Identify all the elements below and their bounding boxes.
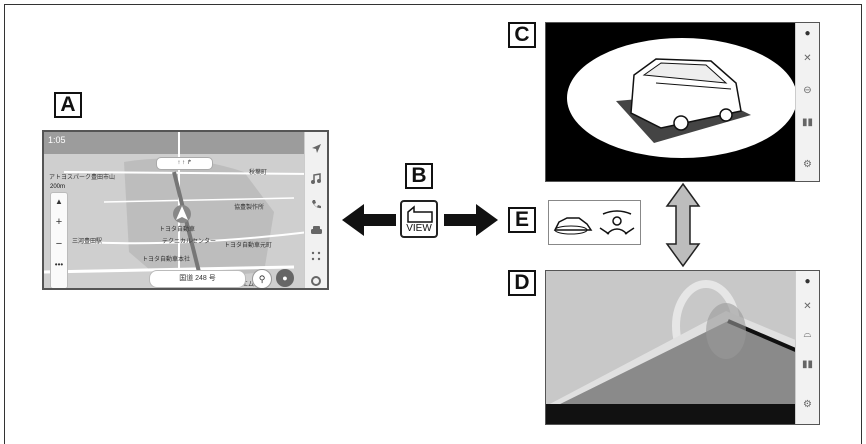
view-mode-icons	[548, 200, 641, 245]
search-icon: ⚲	[259, 274, 266, 284]
mic-icon: ●	[796, 28, 819, 39]
map-label: トヨタ自動車元町	[224, 240, 272, 249]
driver-view-screen: ● ✕ ⌓ ▮▮ ⚙	[545, 270, 820, 425]
camera-side-strip: ● ✕ ⊖ ▮▮ ⚙	[795, 23, 819, 181]
scale-label: 200m	[50, 184, 65, 190]
settings-icon[interactable]: ⚙	[796, 159, 819, 170]
mic-icon: ●	[796, 276, 819, 287]
settings-icon[interactable]: ⚙	[796, 399, 819, 410]
label-a: A	[54, 92, 82, 118]
camera-icon	[404, 204, 438, 224]
phone-icon[interactable]	[310, 198, 322, 210]
driver-perspective-graphic	[546, 271, 798, 425]
lane-guidance: ↑ ↑ ↱	[156, 157, 213, 170]
music-icon[interactable]	[310, 172, 322, 184]
map-label: 三河豊田駅	[72, 236, 102, 245]
camera-side-strip: ● ✕ ⌓ ▮▮ ⚙	[795, 271, 819, 424]
vehicle-overview-graphic	[546, 23, 798, 182]
map-label: 秋葉町	[249, 167, 267, 176]
map-graphics	[44, 132, 329, 290]
compass-icon[interactable]: ▲	[51, 197, 67, 206]
vertical-double-arrow-icon	[665, 182, 701, 268]
more-button[interactable]: •••	[51, 260, 67, 269]
navigation-icon[interactable]	[310, 142, 322, 154]
map-label: テクニカルセンター	[162, 236, 216, 245]
status-time: 1:05	[48, 135, 66, 145]
driver-view-icon[interactable]	[597, 206, 637, 240]
panoramic-view-screen: ● ✕ ⊖ ▮▮ ⚙	[545, 22, 820, 182]
zoom-in-button[interactable]: +	[51, 216, 67, 228]
voice-button[interactable]: ●	[276, 269, 294, 287]
label-d: D	[508, 270, 536, 296]
pause-icon[interactable]: ▮▮	[796, 117, 819, 128]
label-e: E	[508, 207, 536, 233]
label-c: C	[508, 22, 536, 48]
map-sidebar	[304, 132, 327, 288]
car-exterior-icon[interactable]: ⊖	[796, 85, 819, 96]
apps-icon[interactable]	[310, 250, 322, 262]
car-exterior-icon[interactable]	[553, 208, 593, 238]
close-icon[interactable]: ✕	[796, 53, 819, 64]
map-label: トヨタ自動車本社	[142, 254, 190, 263]
view-label: VIEW	[402, 223, 436, 234]
close-icon[interactable]: ✕	[796, 301, 819, 312]
map-label: 協豊製作所	[234, 202, 264, 211]
map-label: トヨタ自動車	[159, 224, 195, 233]
label-b: B	[405, 163, 433, 189]
pause-icon[interactable]: ▮▮	[796, 359, 819, 370]
mic-icon: ●	[282, 273, 287, 283]
driver-view-icon[interactable]: ⌓	[796, 329, 819, 340]
zoom-controls: ▲ + − •••	[50, 192, 68, 289]
road-name: 国道 248 号	[149, 270, 246, 288]
car-icon[interactable]	[310, 224, 322, 236]
map-label: アトヨスパーク豊田市山	[49, 172, 115, 181]
search-button[interactable]: ⚲	[252, 269, 272, 289]
view-switch-button[interactable]: VIEW	[400, 200, 438, 238]
zoom-out-button[interactable]: −	[51, 238, 67, 250]
navigation-map-screen[interactable]: 1:05 ↑ ↑ ↱ アトヨスパーク豊田市山 トヨタ自動車 テクニカルセンター …	[42, 130, 329, 290]
settings-icon[interactable]	[310, 275, 322, 287]
